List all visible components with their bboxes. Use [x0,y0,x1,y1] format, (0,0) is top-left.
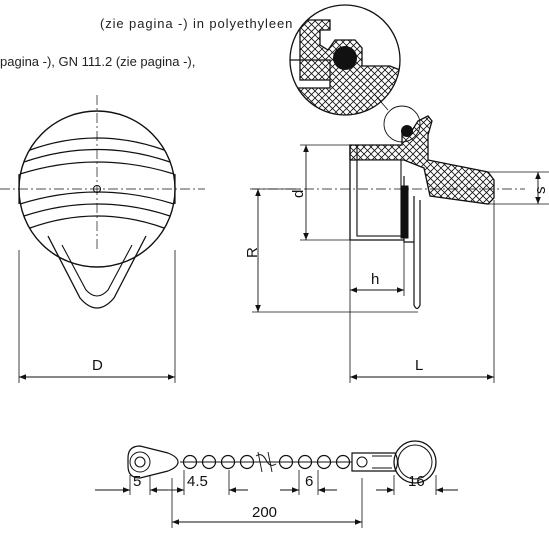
dim-chain-5: 5 [133,473,141,490]
dim-chain-200: 200 [252,504,277,521]
dim-chain-16: 16 [408,473,425,490]
dim-chain-6: 6 [305,473,313,490]
dim-R: R [244,247,261,258]
ball-chain: 5 4.5 6 16 200 [95,440,458,528]
detail-magnified-view [289,4,401,116]
dim-L: L [415,357,423,374]
dim-chain-4-5: 4.5 [187,473,208,490]
description-line-1: (zie pagina -) in polyethyleen [100,16,294,31]
description-line-2: pagina -), GN 111.2 (zie pagina -), [0,54,196,69]
dim-D: D [92,357,103,374]
dim-d: d [290,190,307,198]
cap-front-view: D [0,95,205,383]
chain-balls [180,451,352,473]
cap-side-section: d R h L s [244,94,549,383]
dim-h: h [371,271,379,288]
dim-s: s [532,187,549,195]
